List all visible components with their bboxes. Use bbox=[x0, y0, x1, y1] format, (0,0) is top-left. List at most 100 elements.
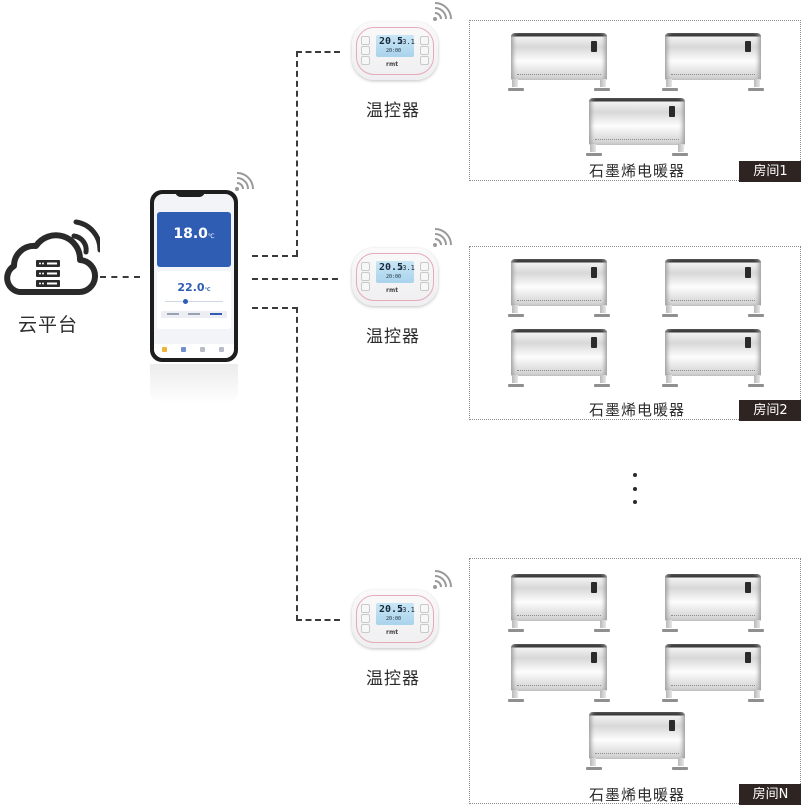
graphene-heater bbox=[508, 574, 610, 632]
thermostat-time: 20:00 bbox=[386, 274, 402, 280]
wifi-icon bbox=[433, 2, 452, 21]
wifi-icon bbox=[235, 172, 254, 191]
phone-tab-bar bbox=[154, 344, 234, 358]
indoor-temperature-card: 18.0℃ bbox=[157, 212, 231, 267]
wifi-icon bbox=[433, 228, 452, 247]
thermostat-brand: rmt bbox=[386, 287, 399, 294]
heater-control-panel bbox=[591, 267, 597, 278]
thermostat-temp: 20.5 bbox=[379, 262, 404, 273]
thermostat-secondary: 23.1 bbox=[398, 38, 415, 46]
thermostat-time: 20:00 bbox=[386, 48, 402, 54]
thermostat-button bbox=[420, 604, 429, 613]
graphene-heater bbox=[586, 98, 688, 156]
heater-control-panel bbox=[745, 582, 751, 593]
thermostat-button bbox=[361, 262, 370, 271]
thermostat-brand: rmt bbox=[386, 61, 399, 68]
heater-control-panel bbox=[591, 652, 597, 663]
thermostat-button bbox=[420, 624, 429, 633]
heater-control-panel bbox=[745, 337, 751, 348]
mode-option[interactable] bbox=[167, 313, 179, 315]
room-box: 石墨烯电暖器 房间1 bbox=[469, 20, 801, 182]
graphene-heater bbox=[508, 33, 610, 91]
thermostat-secondary: 23.1 bbox=[398, 606, 415, 614]
thermostat-label: 温控器 bbox=[366, 327, 420, 347]
graphene-heater bbox=[508, 644, 610, 702]
tab-home[interactable] bbox=[162, 347, 167, 352]
cloud-platform: 云平台 bbox=[0, 210, 110, 336]
thermostat-button bbox=[420, 262, 429, 271]
wifi-icon bbox=[433, 570, 452, 589]
ellipsis-dot bbox=[633, 500, 637, 504]
cloud-server-icon bbox=[4, 219, 100, 296]
heater-control-panel bbox=[591, 337, 597, 348]
graphene-heater bbox=[508, 259, 610, 317]
room-box: 石墨烯电暖器 房间2 bbox=[469, 246, 801, 421]
connector-phone-thermostat-3 bbox=[296, 307, 298, 621]
heater-control-panel bbox=[745, 652, 751, 663]
room-badge: 房间1 bbox=[739, 161, 801, 182]
thermostat-button bbox=[420, 36, 429, 45]
room-badge: 房间N bbox=[739, 784, 801, 805]
heater-control-panel bbox=[591, 41, 597, 52]
thermostat-lcd bbox=[376, 261, 414, 283]
mode-selector[interactable] bbox=[161, 311, 227, 318]
graphene-heater bbox=[662, 329, 764, 387]
thermostat-brand: rmt bbox=[386, 629, 399, 636]
thermostat-button bbox=[361, 604, 370, 613]
phone-screen: 18.0℃ 22.0℃ bbox=[154, 194, 234, 358]
connector-cloud-phone bbox=[100, 276, 140, 278]
device-label: 石墨烯电暖器 bbox=[589, 786, 686, 804]
thermostat-button bbox=[361, 614, 370, 623]
thermostat-button bbox=[361, 282, 370, 291]
device-label: 石墨烯电暖器 bbox=[589, 401, 686, 419]
slider-knob[interactable] bbox=[183, 299, 189, 304]
thermostat-device: 20.5 23.1 20:00 rmt bbox=[352, 248, 438, 306]
ellipsis-dot bbox=[633, 487, 637, 491]
thermostat-label: 温控器 bbox=[366, 101, 420, 121]
thermostat-button bbox=[361, 56, 370, 65]
graphene-heater bbox=[662, 259, 764, 317]
heater-control-panel bbox=[669, 720, 675, 731]
graphene-heater bbox=[662, 574, 764, 632]
graphene-heater bbox=[662, 33, 764, 91]
tab-device[interactable] bbox=[181, 347, 186, 352]
mode-option[interactable] bbox=[188, 313, 200, 315]
thermostat-button bbox=[420, 56, 429, 65]
thermostat-lcd bbox=[376, 35, 414, 57]
thermostat-device: 20.5 23.1 20:00 rmt bbox=[352, 22, 438, 80]
connector-phone-thermostat-1 bbox=[296, 51, 340, 53]
heater-control-panel bbox=[591, 582, 597, 593]
heater-control-panel bbox=[669, 106, 675, 117]
thermostat-device: 20.5 23.1 20:00 rmt bbox=[352, 590, 438, 648]
mode-option[interactable] bbox=[210, 313, 222, 315]
ellipsis-dot bbox=[633, 473, 637, 477]
cloud-platform-label: 云平台 bbox=[18, 314, 79, 336]
thermostat-temp: 20.5 bbox=[379, 36, 404, 47]
thermostat-label: 温控器 bbox=[366, 669, 420, 689]
connector-phone-thermostat-1 bbox=[296, 51, 298, 256]
heater-control-panel bbox=[745, 267, 751, 278]
phone-reflection bbox=[150, 364, 238, 404]
smartphone: 18.0℃ 22.0℃ bbox=[150, 190, 238, 362]
connector-phone-thermostat-3 bbox=[296, 619, 340, 621]
thermostat-secondary: 23.1 bbox=[398, 264, 415, 272]
thermostat-temp: 20.5 bbox=[379, 604, 404, 615]
thermostat-button bbox=[361, 36, 370, 45]
thermostat-button bbox=[361, 624, 370, 633]
setpoint-card: 22.0℃ bbox=[157, 271, 231, 329]
tab-scene[interactable] bbox=[200, 347, 205, 352]
thermostat-time: 20:00 bbox=[386, 616, 402, 622]
indoor-temperature: 18.0℃ bbox=[173, 226, 215, 242]
connector-phone-thermostat-3 bbox=[252, 307, 298, 309]
thermostat-button bbox=[420, 282, 429, 291]
phone-notch bbox=[175, 190, 205, 197]
temperature-slider[interactable] bbox=[165, 299, 223, 304]
connector-phone-thermostat-1 bbox=[252, 255, 298, 257]
thermostat-button bbox=[420, 46, 429, 55]
graphene-heater bbox=[662, 644, 764, 702]
tab-mine[interactable] bbox=[219, 347, 224, 352]
thermostat-button bbox=[361, 46, 370, 55]
thermostat-lcd bbox=[376, 603, 414, 625]
room-badge: 房间2 bbox=[739, 400, 801, 421]
thermostat-button bbox=[361, 272, 370, 281]
